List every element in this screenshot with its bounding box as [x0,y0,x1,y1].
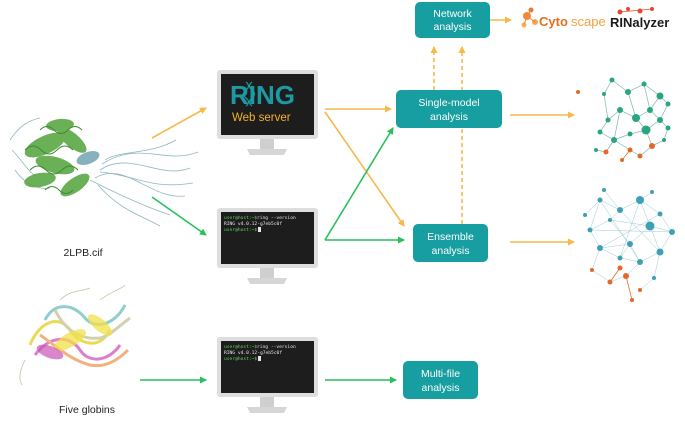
svg-text:Ensemble: Ensemble [427,231,474,243]
svg-text:Web server: Web server [232,112,291,124]
globins-label: Five globins [59,404,115,416]
monitor-icon: user@host:~$ ring --version RING v4.0.12… [217,208,318,284]
svg-text:analysis: analysis [430,111,468,123]
arrow-webserver-to-ensemble [324,111,405,227]
dna-helix-icon [242,81,256,107]
cytoscape-logo-icon: Cyto scape [521,7,606,29]
svg-text:analysis: analysis [422,382,460,394]
rinalyzer-label: RINalyzer [610,15,669,30]
protein-structure-icon [9,117,199,227]
network-graph-icon [576,77,671,162]
rinalyzer-logo-icon: RINalyzer [610,7,669,30]
terminal-command: ring --version [257,215,296,221]
ensemble-analysis-box: Ensemble analysis [413,224,488,262]
svg-text:Network: Network [433,8,472,20]
terminal-prompt: user@host:~$ [224,215,257,221]
svg-text:RING: RING [230,80,295,110]
arrow-terminal-to-single [324,127,394,241]
monitor-icon [217,70,318,155]
terminal-output: RING v4.0.12-g7eb5c0f [224,350,282,356]
cytoscape-label-b: scape [571,14,606,29]
terminal-screen-bottom [221,341,314,393]
globins-structure-icon [19,284,131,386]
terminal-command: ring --version [257,344,296,350]
multi-file-analysis-box: Multi-file analysis [403,361,478,399]
cytoscape-label-a: Cyto [539,14,568,29]
structure-file-label: 2LPB.cif [63,247,102,259]
terminal-cursor [258,356,261,361]
arrow-structure-to-terminal [151,196,207,236]
terminal-cursor [258,227,261,232]
single-model-analysis-box: Single-model analysis [396,90,502,128]
terminal-prompt: user@host:~$ [224,227,257,233]
web-server-screen [221,74,314,135]
terminal-prompt: user@host:~$ [224,356,257,362]
network-analysis-box: Network analysis [415,2,490,38]
monitor-icon: user@host:~$ ring --version RING v4.0.12… [217,337,318,413]
svg-text:analysis: analysis [432,245,470,257]
terminal-screen-top [221,212,314,264]
ring-logo: RING Web server [230,80,295,124]
arrow-structure-to-webserver [151,107,207,139]
arrows [140,16,575,384]
terminal-prompt: user@host:~$ [224,344,257,350]
svg-text:analysis: analysis [434,21,472,33]
svg-text:Multi-file: Multi-file [421,368,460,380]
svg-text:Single-model: Single-model [418,97,479,109]
terminal-output: RING v4.0.12-g7eb5c0f [224,221,282,227]
network-graph-icon [583,188,675,302]
